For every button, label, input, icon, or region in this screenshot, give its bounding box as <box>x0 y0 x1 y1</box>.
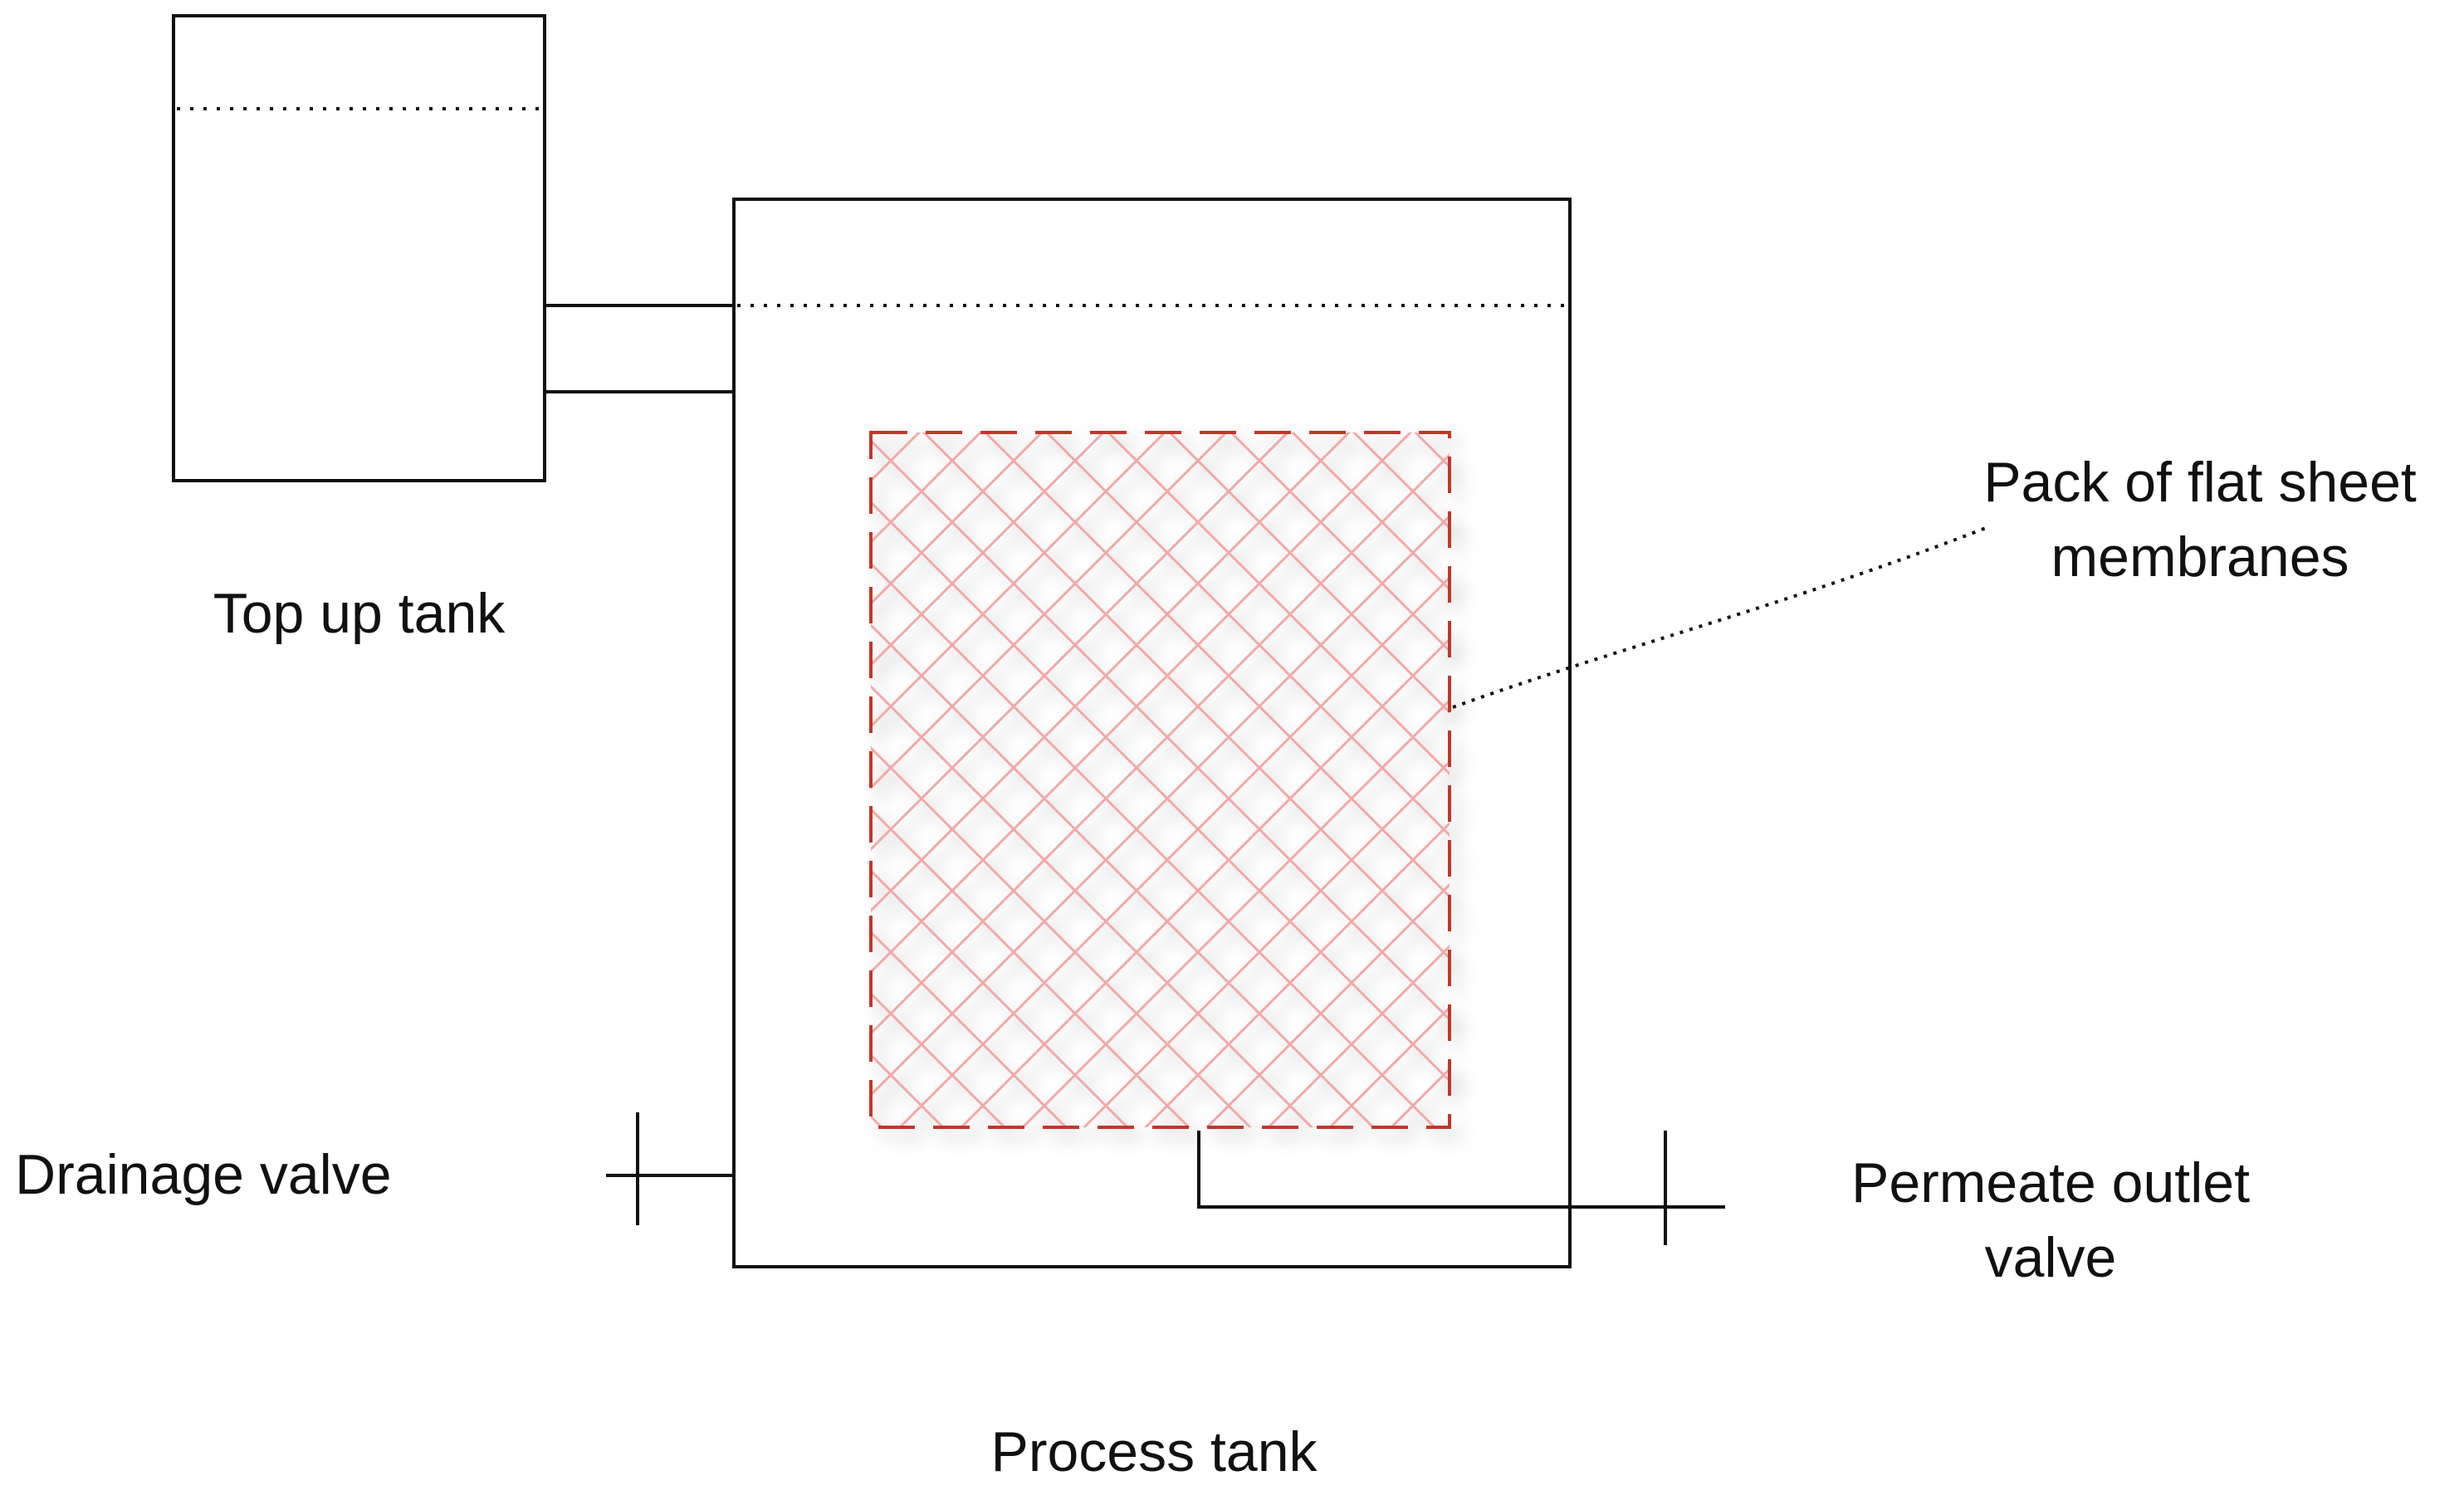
membrane-pack <box>869 431 1451 1129</box>
permeate-label-line-2: valve <box>1984 1226 2117 1289</box>
permeate-outlet-valve-label: Permeate outlet valve <box>1802 1146 2300 1295</box>
top-up-tank-label: Top up tank <box>213 582 506 645</box>
process-tank-label: Process tank <box>990 1420 1318 1483</box>
membranes-leader-line <box>1452 526 1987 709</box>
process-tank <box>732 198 1572 1268</box>
top-up-tank <box>172 14 546 482</box>
membranes-label: Pack of flat sheet membranes <box>1943 445 2457 594</box>
membranes-label-line-1: Pack of flat sheet <box>1983 451 2417 514</box>
permeate-label-line-1: Permeate outlet <box>1850 1151 2251 1214</box>
membranes-label-line-2: membranes <box>2051 525 2349 589</box>
drainage-valve-label: Drainage valve <box>15 1143 392 1206</box>
permeate-pipe <box>1197 1131 1725 1209</box>
